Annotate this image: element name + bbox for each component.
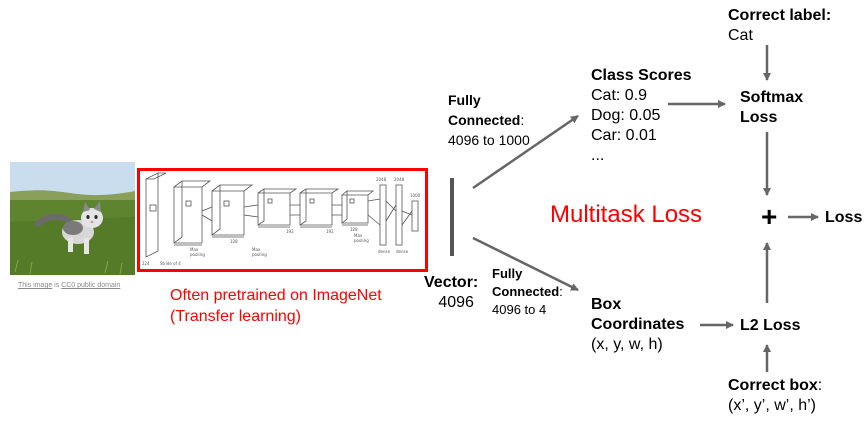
kitten-photo [10,162,135,275]
vector-size: 4096 [438,294,474,311]
svg-text:128: 128 [230,239,238,244]
softmax-loss-line2: Loss [740,109,778,126]
fc-bottom-line2: Connected [492,284,560,299]
fc-top-line2: Connected [448,112,521,128]
svg-text:Max: Max [190,247,199,252]
class-scores-title: Class Scores [591,67,692,84]
pretrained-caption: Often pretrained on ImageNet (Transfer l… [170,285,382,327]
vector-label-title: Vector: [424,274,479,291]
loss-output: Loss [825,209,863,226]
pretrained-caption-line2: (Transfer learning) [170,308,302,325]
svg-text:Stride of 4: Stride of 4 [160,261,181,266]
multitask-loss-title: Multitask Loss [550,201,703,228]
fc-bottom-arrow [472,236,579,292]
fc-bottom-detail: 4096 to 4 [492,302,547,317]
fc-top-label: Fully Connected: 4096 to 1000 [448,90,530,150]
kitten-illustration [10,162,135,275]
svg-text:1000: 1000 [410,193,421,198]
softmax-loss-line1: Softmax [740,89,804,106]
box-coordinates: Box Coordinates (x, y, w, h) [591,295,684,355]
softmax-loss: Softmax Loss [740,88,803,128]
fc-top-arrow [472,114,579,190]
svg-text:128: 128 [350,227,358,232]
pretrained-caption-line1: Often pretrained on ImageNet [170,287,382,304]
correct-box: Correct box: (x’, y’, w’, h’) [728,376,822,416]
plus-icon: + [761,201,778,232]
svg-text:Max: Max [354,233,363,238]
vector-label: Vector: 4096 [424,273,478,313]
correct-box-colon: : [817,377,823,394]
correct-label-value: Cat [728,27,753,44]
box-coordinates-title-line2: Coordinates [591,316,685,333]
svg-text:pooling: pooling [252,252,267,257]
class-scores: Class Scores Cat: 0.9 Dog: 0.05 Car: 0.0… [591,66,692,166]
box-coordinates-title-line1: Box [591,296,622,313]
fc-bottom-line1: Fully [492,266,523,281]
box-coordinates-value: (x, y, w, h) [591,336,663,353]
correct-box-value: (x’, y’, w’, h’) [728,397,816,414]
svg-text:dense: dense [378,249,391,254]
class-score-item: Cat: 0.9 [591,87,648,104]
svg-text:2048: 2048 [376,177,387,182]
image-credit: This image is CC0 public domain [18,282,120,289]
fc-bottom-colon: : [559,284,563,299]
svg-text:pooling: pooling [190,252,205,257]
class-score-item: Car: 0.01 [591,127,657,144]
image-credit-license-link[interactable]: CC0 public domain [61,282,121,289]
correct-label: Correct label: Cat [728,6,831,46]
svg-text:pooling: pooling [354,238,369,243]
image-credit-link[interactable]: This image [18,282,53,289]
l2-loss: L2 Loss [740,317,801,334]
correct-label-title: Correct label: [728,7,832,24]
svg-text:192: 192 [286,229,294,234]
svg-text:192: 192 [326,229,334,234]
svg-text:224: 224 [142,261,150,266]
image-credit-middle: is [52,282,62,289]
correct-box-title: Correct box [728,377,818,394]
fc-top-detail: 4096 to 1000 [448,132,530,148]
fc-bottom-label: Fully Connected: 4096 to 4 [492,265,563,319]
fc-top-colon: : [520,112,525,128]
svg-text:2048: 2048 [394,177,405,182]
class-score-item: ... [591,147,605,164]
class-score-item: Dog: 0.05 [591,107,661,124]
svg-text:dense: dense [396,249,409,254]
svg-text:Max: Max [252,247,261,252]
fc-top-line1: Fully [448,92,481,108]
